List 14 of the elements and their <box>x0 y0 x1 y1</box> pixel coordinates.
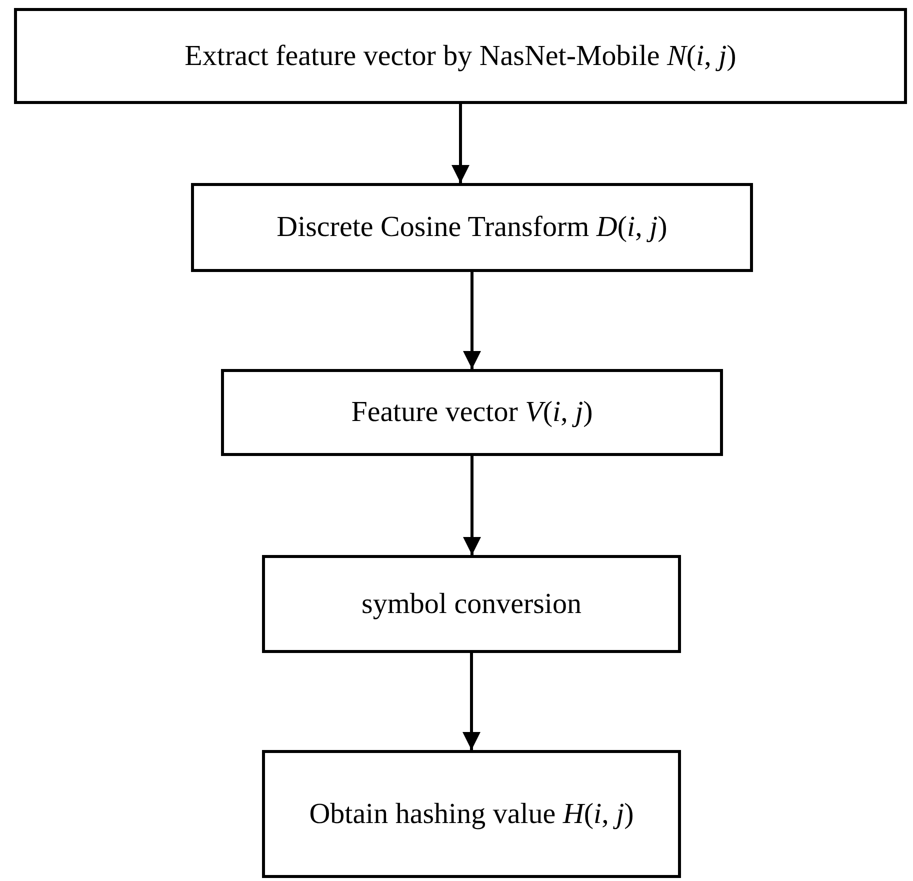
step-label: Feature vector V(i, j) <box>351 396 593 429</box>
process-box <box>221 369 723 456</box>
step-label: symbol conversion <box>362 588 582 620</box>
arrow <box>463 272 481 369</box>
process-box <box>262 750 681 878</box>
step-label: Extract feature vector by NasNet-Mobile N(i, j) <box>184 40 736 72</box>
arrow <box>452 104 470 183</box>
process-box <box>191 183 753 272</box>
arrow <box>462 653 480 750</box>
step-label: Discrete Cosine Transform D(i, j) <box>276 211 668 244</box>
step-label: Obtain hashing value H(i, j) <box>309 798 634 830</box>
process-box <box>14 8 907 104</box>
process-box <box>262 555 681 653</box>
arrow <box>463 456 481 555</box>
